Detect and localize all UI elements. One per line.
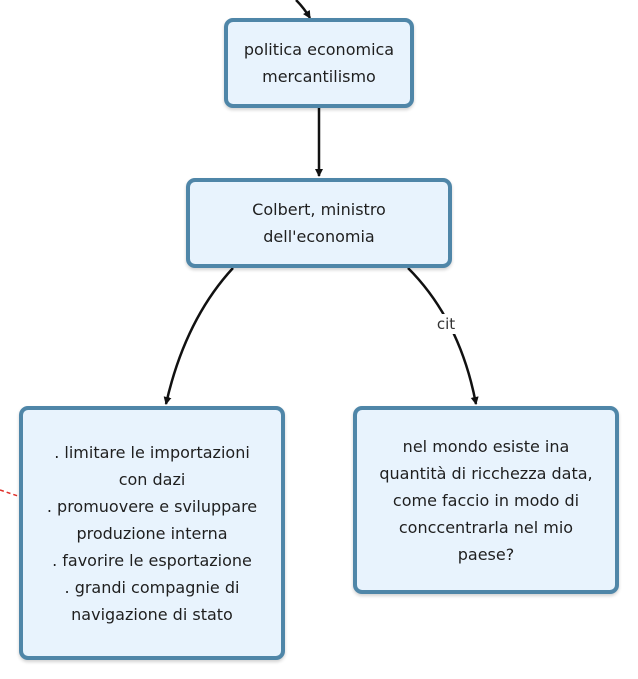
edge-n2-n4[interactable] xyxy=(407,267,479,405)
node-misure[interactable]: . limitare le importazioni con dazi . pr… xyxy=(19,406,285,660)
node-ricchezza[interactable]: nel mondo esiste ina quantità di ricchez… xyxy=(353,406,619,594)
edge-label-background xyxy=(431,314,461,334)
node-politica-economica[interactable]: politica economica mercantilismo xyxy=(224,18,414,108)
edge-n2-n3[interactable] xyxy=(163,267,234,405)
edge-dashed-left[interactable] xyxy=(0,489,19,497)
edge-incoming-top[interactable] xyxy=(295,0,312,19)
edge-label-cit: cit xyxy=(437,315,455,333)
node-colbert[interactable]: Colbert, ministro dell'economia xyxy=(186,178,452,268)
